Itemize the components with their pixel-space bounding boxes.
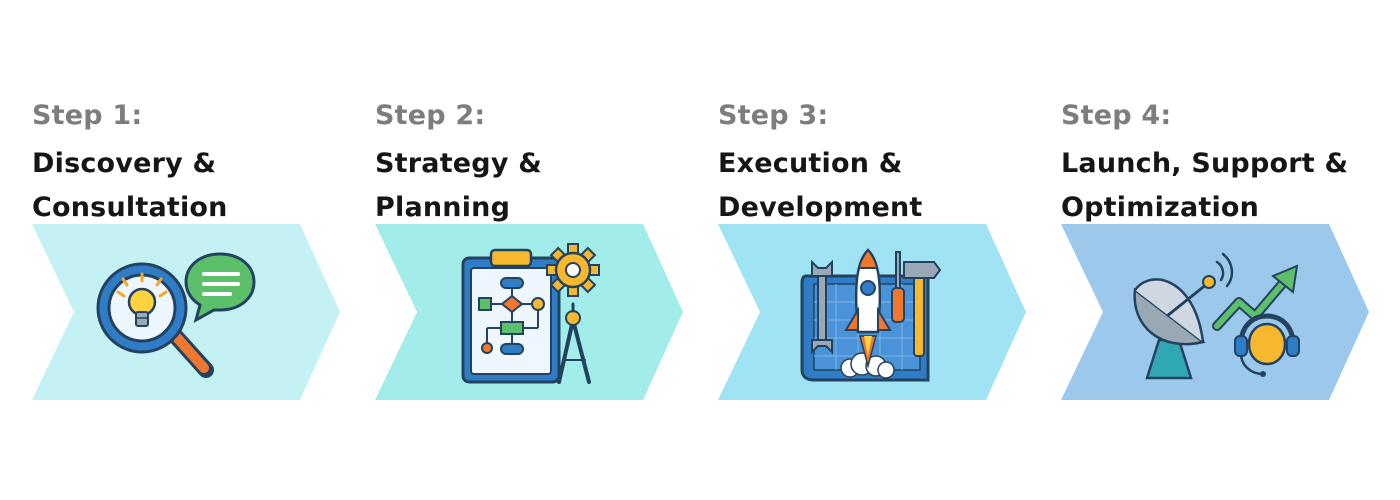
step-1: Step 1: Discovery & Consultation — [32, 98, 372, 403]
magnifier-lightbulb-speech-bubble-icon — [96, 252, 256, 378]
step-3-title-line-1: Execution & — [718, 148, 903, 179]
step-3-chevron — [718, 224, 1028, 400]
step-3-title: Execution & Development — [718, 142, 923, 230]
rocket-blueprint-tools-icon — [800, 248, 942, 382]
step-4: Step 4: Launch, Support & Optimization — [1061, 98, 1400, 403]
step-2-title: Strategy & Planning — [375, 142, 542, 230]
step-2: Step 2: Strategy & Planning — [375, 98, 715, 403]
step-4-title-line-2: Optimization — [1061, 192, 1260, 223]
step-2-title-line-2: Planning — [375, 192, 511, 223]
step-4-chevron — [1061, 224, 1371, 400]
step-2-label: Step 2: — [375, 100, 486, 131]
step-1-title-line-2: Consultation — [32, 192, 228, 223]
clipboard-flowchart-gear-compass-icon — [461, 243, 600, 384]
satellite-dish-growth-arrow-headset-icon — [1133, 252, 1300, 380]
step-1-title: Discovery & Consultation — [32, 142, 228, 230]
step-1-title-line-1: Discovery & — [32, 148, 217, 179]
step-4-title: Launch, Support & Optimization — [1061, 142, 1348, 230]
step-2-title-line-1: Strategy & — [375, 148, 542, 179]
step-1-chevron — [32, 224, 342, 400]
step-3: Step 3: Execution & Development — [718, 98, 1058, 403]
step-3-label: Step 3: — [718, 100, 829, 131]
step-4-label: Step 4: — [1061, 100, 1172, 131]
step-4-title-line-1: Launch, Support & — [1061, 148, 1349, 179]
step-2-chevron — [375, 224, 685, 400]
step-1-label: Step 1: — [32, 100, 143, 131]
step-3-title-line-2: Development — [718, 192, 923, 223]
